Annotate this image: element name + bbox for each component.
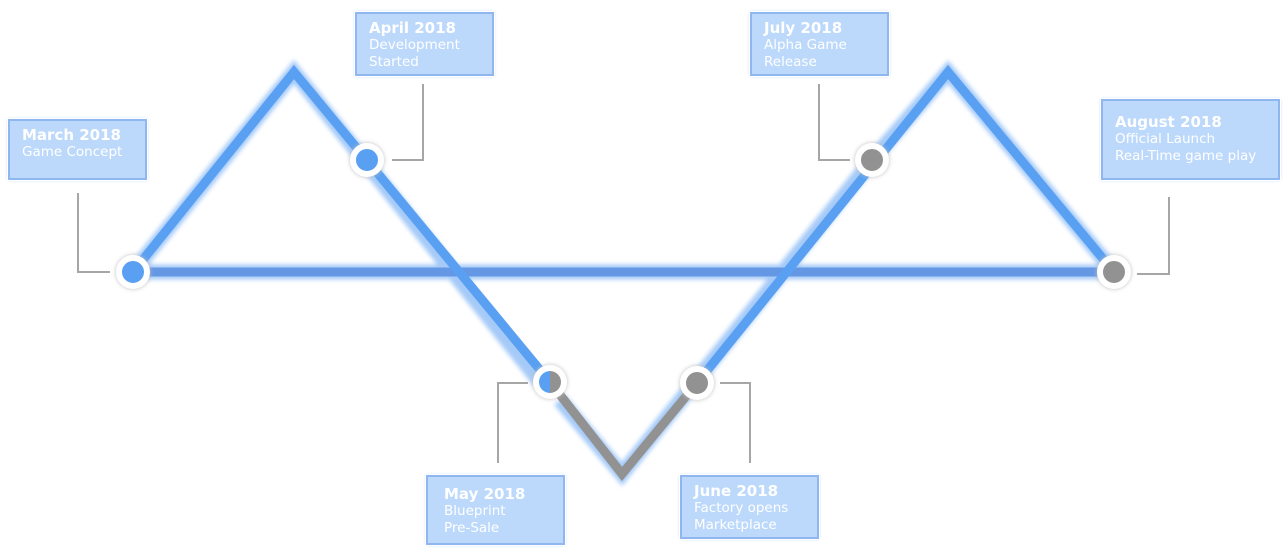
milestone-desc-line-2: Release bbox=[764, 54, 817, 70]
milestone-date: April 2018 bbox=[369, 19, 456, 37]
connector-august bbox=[1137, 197, 1170, 275]
path-completed-segment bbox=[129, 64, 554, 385]
node-april[interactable] bbox=[350, 143, 384, 177]
milestone-desc-line-2: Real-Time game play bbox=[1115, 148, 1257, 164]
path-upcoming-segment bbox=[546, 379, 701, 482]
milestone-card-june[interactable]: June 2018 Factory opens Marketplace bbox=[680, 475, 819, 539]
connector-june bbox=[720, 382, 751, 463]
milestone-card-march[interactable]: March 2018 Game Concept bbox=[8, 119, 147, 180]
milestone-date: May 2018 bbox=[444, 485, 526, 503]
connector-may bbox=[497, 382, 528, 463]
milestone-desc-line-1: Development bbox=[369, 37, 460, 53]
milestone-date: July 2018 bbox=[764, 19, 843, 37]
milestone-desc-line-1: Official Launch bbox=[1115, 131, 1216, 147]
connector-july bbox=[818, 84, 850, 161]
milestone-desc-line-1: Factory opens bbox=[694, 500, 789, 516]
milestone-date: March 2018 bbox=[22, 126, 121, 144]
node-june[interactable] bbox=[680, 366, 714, 400]
milestone-desc-line-2: Started bbox=[369, 54, 419, 70]
milestone-card-august[interactable]: August 2018 Official Launch Real-Time ga… bbox=[1101, 99, 1280, 180]
node-may-upcoming-half bbox=[550, 371, 561, 393]
milestone-desc-line-1: Game Concept bbox=[22, 144, 123, 160]
milestone-date: August 2018 bbox=[1115, 113, 1222, 131]
node-march[interactable] bbox=[116, 255, 150, 289]
milestone-desc-line-1: Alpha Game bbox=[764, 37, 847, 53]
milestone-card-may[interactable]: May 2018 Blueprint Pre-Sale bbox=[426, 475, 565, 545]
node-may-completed-half bbox=[539, 371, 550, 393]
milestone-desc-line-1: Blueprint bbox=[444, 503, 506, 519]
milestone-desc-line-2: Pre-Sale bbox=[444, 520, 500, 536]
connector-april bbox=[392, 84, 424, 161]
node-july[interactable] bbox=[855, 143, 889, 177]
path-future-segment bbox=[693, 64, 1118, 386]
milestone-desc-line-2: Marketplace bbox=[694, 517, 777, 533]
milestone-card-april[interactable]: April 2018 Development Started bbox=[355, 12, 494, 76]
connector-march bbox=[77, 193, 110, 273]
milestone-date: June 2018 bbox=[694, 482, 779, 500]
node-august[interactable] bbox=[1097, 255, 1131, 289]
milestone-card-july[interactable]: July 2018 Alpha Game Release bbox=[750, 12, 889, 76]
